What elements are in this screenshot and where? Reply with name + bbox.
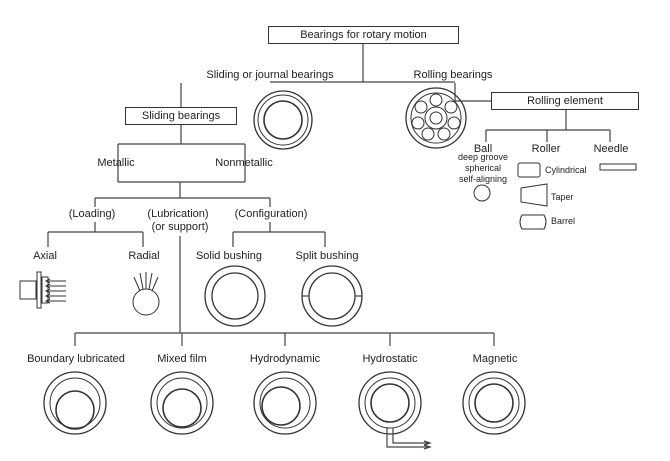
- label-boundary-lubricated: Boundary lubricated: [27, 353, 125, 365]
- journal-bearing-icon: [253, 90, 313, 150]
- ball-bearing-icon: [405, 87, 467, 149]
- label-barrel: Barrel: [551, 216, 576, 226]
- label-taper: Taper: [551, 192, 574, 202]
- connector-metallic-nonmetallic: [117, 122, 246, 183]
- label-cylindrical: Cylindrical: [545, 165, 587, 175]
- cylindrical-roller-icon: [517, 162, 541, 178]
- label-magnetic: Magnetic: [472, 353, 518, 365]
- mixed-film-icon: [150, 371, 214, 435]
- connector-root: [270, 44, 455, 83]
- label-rolling-bearings: Rolling bearings: [413, 69, 493, 81]
- boundary-lubricated-icon: [43, 371, 107, 435]
- label-nonmetallic: Nonmetallic: [215, 157, 273, 169]
- label-hydrodynamic: Hydrodynamic: [249, 353, 321, 365]
- connector-configuration: [232, 222, 326, 247]
- connector-criteria: [94, 182, 271, 207]
- label-radial: Radial: [128, 250, 160, 262]
- root-node-bearings-for-rotary-motion: Bearings for rotary motion: [268, 26, 459, 44]
- label-solid-bushing: Solid bushing: [195, 250, 263, 262]
- needle-roller-icon: [599, 163, 637, 171]
- label-axial: Axial: [33, 250, 57, 262]
- taper-roller-icon: [520, 183, 548, 207]
- radial-bearing-icon: [132, 272, 160, 316]
- label-spherical: spherical: [464, 163, 502, 173]
- label-hydrostatic: Hydrostatic: [362, 353, 418, 365]
- sliding-bearings-box: Sliding bearings: [125, 107, 237, 125]
- label-sliding-or-journal-bearings: Sliding or journal bearings: [206, 69, 334, 81]
- label-needle: Needle: [593, 143, 629, 155]
- label-metallic: Metallic: [97, 157, 135, 169]
- ball-icon: [473, 184, 491, 202]
- label-self-aligning: self-aligning: [458, 174, 508, 184]
- split-bushing-icon: [301, 265, 363, 327]
- axial-bearing-icon: [19, 271, 66, 309]
- barrel-roller-icon: [519, 214, 547, 230]
- label-roller: Roller: [531, 143, 561, 155]
- connector-lubrication: [74, 236, 495, 346]
- label-loading: (Loading): [68, 208, 116, 220]
- solid-bushing-icon: [204, 265, 266, 327]
- hydrostatic-icon: [358, 371, 432, 450]
- magnetic-icon: [462, 371, 526, 435]
- label-ball: Ball: [473, 143, 493, 155]
- label-or-support: (or support): [151, 221, 209, 233]
- connector-rolling-types: [485, 108, 611, 142]
- hydrodynamic-icon: [253, 371, 317, 435]
- connector-loading: [47, 222, 144, 247]
- label-mixed-film: Mixed film: [157, 353, 207, 365]
- label-deep-groove: deep groove: [457, 152, 509, 162]
- rolling-element-box: Rolling element: [491, 92, 639, 110]
- label-configuration: (Configuration): [234, 208, 308, 220]
- label-lubrication: (Lubrication): [147, 208, 209, 220]
- connector-rolling: [454, 83, 492, 102]
- label-split-bushing: Split bushing: [295, 250, 359, 262]
